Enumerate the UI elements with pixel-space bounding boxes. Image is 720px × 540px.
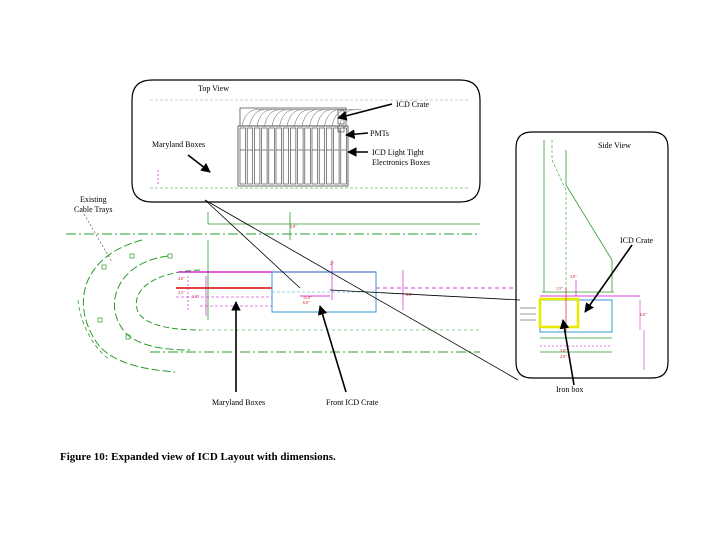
svg-text:6.0": 6.0" [640,312,647,317]
arrow-icd-crate-top [337,103,393,121]
arrow-iron-box [559,319,575,386]
side-view-callout [515,131,669,379]
svg-text:2": 2" [330,261,334,266]
label-front-icd-crate: Front ICD Crate [326,398,379,407]
electronics-box-column [318,127,326,185]
side-view-drawing: 3.0" 1.5" 6.0" 3.0" 2.0" [520,140,647,370]
pmt-arc [316,109,340,127]
label-existing-line2: Cable Trays [74,205,112,214]
label-icd-crate-top: ICD Crate [396,100,430,109]
label-icd-crate-side: ICD Crate [620,236,654,245]
pmt-arc [324,109,347,127]
svg-text:3.0": 3.0" [192,294,199,299]
label-side-view: Side View [598,141,631,150]
electronics-box-column [333,127,340,185]
pmt-arc [264,109,287,127]
pmt-arc [271,109,295,127]
label-existing-line1: Existing [80,195,107,204]
cable-tray-inner [135,269,201,331]
electronics-box-column [290,127,297,185]
top-view-drawing [150,99,470,189]
electronics-box-column [246,127,253,185]
electronics-box-column [254,127,261,185]
electronics-box-column [268,127,275,185]
arrow-maryland-top [187,154,211,173]
pmt-arc [301,109,325,127]
pmt-arc [294,109,317,127]
pmt-arc [256,109,280,127]
pmt-arc [309,109,332,127]
label-maryland-boxes-top: Maryland Boxes [152,140,205,149]
svg-text:3.5": 3.5" [178,290,185,295]
pmt-arc [249,109,272,127]
cable-tray-outer [82,239,176,373]
svg-text:5.0": 5.0" [290,224,297,229]
electronics-box-column [239,127,246,185]
electronics-box-columns [239,127,347,185]
callout-arrows [187,103,633,393]
svg-text:1.5": 1.5" [556,286,563,291]
iron-box [538,297,580,329]
electronics-box-column [282,127,290,185]
svg-text:6.0": 6.0" [303,300,310,305]
plan-drawing: 5.0" 4.0" 3.5" 3.0" 15.0" 6.0" 6.0" 2" [66,212,520,373]
arrow-icd-crate-side [584,244,633,313]
connector-lines [83,199,521,381]
svg-text:4.0": 4.0" [178,276,185,281]
svg-text:15.0": 15.0" [303,295,312,300]
cable-tray-middle [113,255,191,351]
electronics-box-column [297,127,304,185]
figure-caption: Figure 10: Expanded view of ICD Layout w… [60,451,336,463]
electronics-box-column [340,127,347,185]
electronics-box-column [311,127,318,185]
arrow-front-icd-crate [317,305,347,393]
electronics-box-column [326,127,333,185]
label-pmts: PMTs [370,129,389,138]
label-maryland-boxes-bottom: Maryland Boxes [212,398,265,407]
top-view-callout [131,79,481,203]
electronics-box-column [261,127,268,185]
label-light-tight-line1: ICD Light Tight [372,148,425,157]
pmt-arcs [241,109,362,127]
svg-text:2.0": 2.0" [560,354,567,359]
pmt-arc [279,109,302,127]
pmt-arc [241,109,265,127]
pmt-arc [286,109,310,127]
arrow-pmts [345,129,369,139]
svg-text:3.0": 3.0" [570,274,577,279]
electronics-box-column [304,127,311,185]
electronics-box-column [275,127,282,185]
svg-text:3.0": 3.0" [560,348,567,353]
label-light-tight-line2: Electronics Boxes [372,158,430,167]
label-iron-box: Iron box [556,385,583,394]
label-top-view: Top View [198,84,229,93]
